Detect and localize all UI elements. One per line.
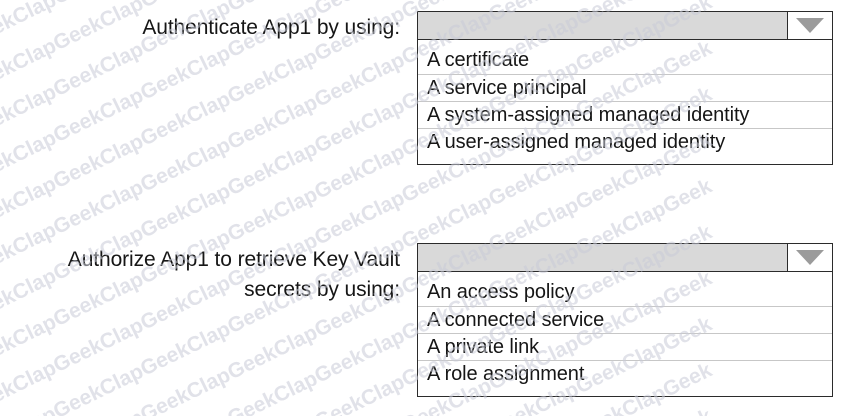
dropdown-option[interactable]: A connected service: [418, 306, 832, 333]
question-label-authenticate: Authenticate App1 by using:: [0, 13, 400, 43]
dropdown-selected-value-authorize[interactable]: [418, 244, 788, 271]
dropdown-header-authorize[interactable]: [417, 243, 833, 272]
dropdown-header-authenticate[interactable]: [417, 11, 833, 40]
dropdown-toggle-button-authenticate[interactable]: [788, 12, 832, 39]
dropdown-option[interactable]: A certificate: [427, 49, 530, 71]
dropdown-option[interactable]: A service principal: [418, 74, 832, 101]
question-label-line-1: Authenticate App1 by using:: [142, 16, 400, 39]
chevron-down-icon: [796, 18, 824, 33]
dropdown-option[interactable]: A user-assigned managed identity: [418, 128, 832, 155]
chevron-down-icon: [796, 250, 824, 265]
dropdown-authenticate[interactable]: A certificate A service principal A syst…: [417, 11, 833, 165]
dropdown-option[interactable]: A private link: [418, 333, 832, 360]
question-label-line-2: secrets by using:: [244, 278, 400, 301]
dropdown-option[interactable]: An access policy: [427, 281, 575, 303]
dropdown-selected-value-authenticate[interactable]: [418, 12, 788, 39]
dropdown-options-list-authorize[interactable]: An access policy A connected service A p…: [417, 272, 833, 397]
question-label-authorize: Authorize App1 to retrieve Key Vault sec…: [0, 245, 400, 305]
dropdown-options-list-authenticate[interactable]: A certificate A service principal A syst…: [417, 40, 833, 165]
dropdown-toggle-button-authorize[interactable]: [788, 244, 832, 271]
dropdown-option[interactable]: A role assignment: [418, 360, 832, 387]
question-label-line-1: Authorize App1 to retrieve Key Vault: [67, 248, 400, 271]
dropdown-authorize[interactable]: An access policy A connected service A p…: [417, 243, 833, 397]
dropdown-option[interactable]: A system-assigned managed identity: [418, 101, 832, 128]
